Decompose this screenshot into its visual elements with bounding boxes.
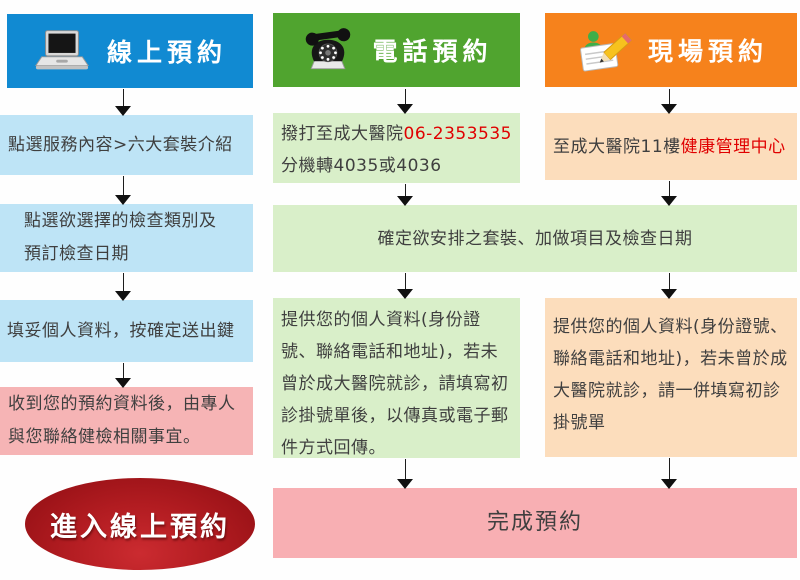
phone-call-text: 撥打至成大醫院06-2353535 分機轉4035或4036 [281,118,512,182]
online-step-fill-data: 填妥個人資料，按確定送出鍵 [0,300,253,362]
phone-step-personal-info: 提供您的個人資料(身份證號、聯絡電話和地址)，若未曾於成大醫院就診，請填寫初診掛… [273,298,520,458]
arrow-down [115,273,131,301]
arrow-down [397,89,413,114]
online-step1-text: 點選服務內容>六大套裝介紹 [8,135,233,155]
onsite-info-text: 提供您的個人資料(身份證號、聯絡電話和地址)，若未曾於成大醫院就診，請一併填寫初… [553,317,788,433]
arrow-down [661,458,677,489]
online-step2-text: 點選欲選擇的檢查類別及預訂檢查日期 [24,211,217,264]
online-step-select-category: 點選欲選擇的檢查類別及預訂檢查日期 [0,204,253,272]
reservation-complete-text: 完成預約 [486,510,583,535]
onsite-header-label: 現場預約 [647,37,768,66]
arrow-down [115,176,131,205]
phone-header-label: 電話預約 [372,37,493,66]
clipboard-pencil-icon [574,27,632,73]
arrow-down [397,459,413,489]
laptop-icon [33,29,91,73]
arrow-down [115,363,131,388]
online-header-label: 線上預約 [106,38,227,67]
onsite-reservation-header: 現場預約 [545,13,797,87]
arrow-down [397,184,413,206]
confirm-package-box: 確定欲安排之套裝、加做項目及檢查日期 [273,205,797,272]
enter-online-reservation-button[interactable]: 進入線上預約 [25,478,255,570]
online-step3-text: 填妥個人資料，按確定送出鍵 [7,321,235,341]
arrow-down [661,89,677,114]
arrow-down [661,181,677,206]
enter-online-reservation-label: 進入線上預約 [50,511,230,543]
telephone-icon [300,28,356,72]
onsite-location-highlight: 健康管理中心 [680,136,786,157]
onsite-step-location: 至成大醫院11樓健康管理中心 [545,113,797,180]
arrow-down [397,273,413,299]
phone-step-call: 撥打至成大醫院06-2353535 分機轉4035或4036 [273,113,520,183]
arrow-down [661,273,677,299]
phone-reservation-header: 電話預約 [273,13,520,87]
phone-number: 06-2353535 [403,124,512,144]
confirm-package-text: 確定欲安排之套裝、加做項目及檢查日期 [377,228,693,249]
phone-info-text: 提供您的個人資料(身份證號、聯絡電話和地址)，若未曾於成大醫院就診，請填寫初診掛… [281,310,509,458]
onsite-location-before: 至成大醫院11樓 [553,136,681,157]
online-step-service-content: 點選服務內容>六大套裝介紹 [0,115,253,175]
phone-call-before: 撥打至成大醫院 [281,124,404,144]
phone-call-after: 分機轉4035或4036 [281,156,442,176]
onsite-step-personal-info: 提供您的個人資料(身份證號、聯絡電話和地址)，若未曾於成大醫院就診，請一併填寫初… [545,298,797,457]
online-result-text: 收到您的預約資料後，由專人與您聯絡健檢相關事宜。 [8,394,236,447]
arrow-down [115,89,131,116]
onsite-location-text: 至成大醫院11樓健康管理中心 [553,131,789,163]
online-reservation-header: 線上預約 [7,14,253,88]
online-result-contact: 收到您的預約資料後，由專人與您聯絡健檢相關事宜。 [0,387,253,455]
reservation-complete-box: 完成預約 [273,488,797,558]
